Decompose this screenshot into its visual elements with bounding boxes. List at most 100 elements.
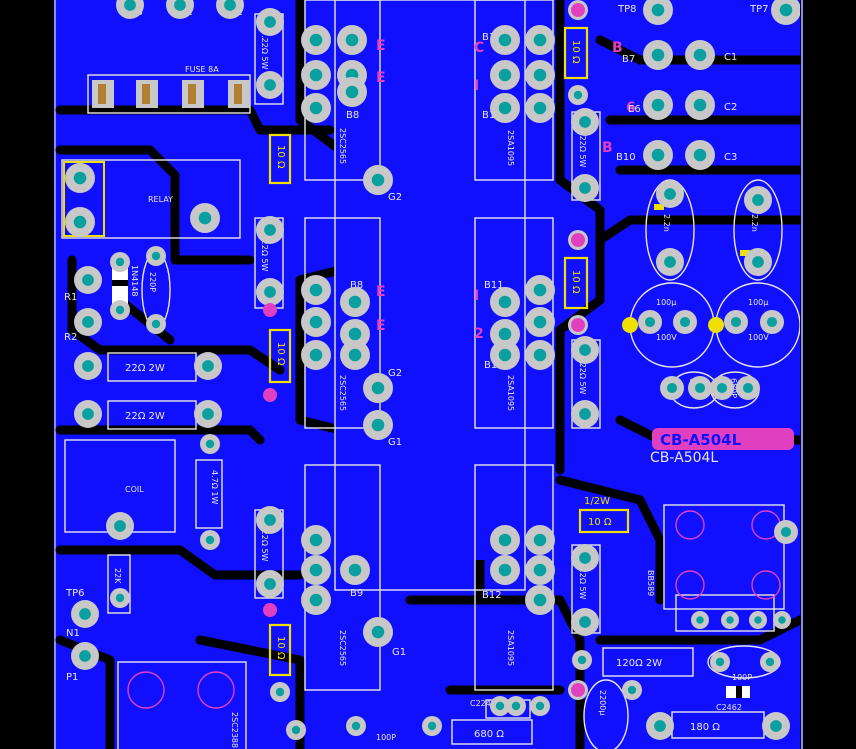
connector-bb589 (663, 504, 785, 610)
drill-hole (716, 382, 728, 394)
drill-hole (533, 68, 547, 82)
drill-hole (533, 348, 547, 362)
drill-hole (579, 344, 591, 356)
drill-hole (726, 616, 734, 624)
diode-label: 1N4148 (130, 265, 139, 296)
drill-hole (765, 657, 775, 667)
drill-hole (535, 701, 545, 711)
transistor-d-label: 2SA1095 (506, 375, 515, 411)
drill-hole (348, 295, 362, 309)
resistor-half-w-c-label: 10 Ω (275, 636, 286, 660)
via-pad (571, 233, 585, 247)
svg-text:B10: B10 (616, 152, 636, 163)
drill-hole (309, 68, 323, 82)
svg-text:B: B (612, 40, 623, 56)
drill-hole (693, 148, 707, 162)
drill-hole (73, 215, 87, 229)
drill-hole (498, 563, 512, 577)
label-n1: N1 (66, 628, 80, 639)
drill-hole (348, 563, 362, 577)
drill-hole (427, 721, 437, 731)
through-hole-pads (65, 0, 801, 740)
svg-text:B12: B12 (482, 590, 502, 601)
drill-hole (579, 408, 591, 420)
drill-hole (533, 283, 547, 297)
relay-outline (61, 159, 241, 239)
svg-text:680 Ω: 680 Ω (474, 729, 504, 740)
resistor-right-b (563, 256, 589, 310)
resistor-half-w-b (268, 328, 292, 384)
via-pad (571, 3, 585, 17)
transistor-outline-b (474, 0, 554, 181)
drill-hole (495, 701, 505, 711)
svg-text:120Ω 2W: 120Ω 2W (616, 658, 662, 669)
drill-hole (371, 381, 385, 395)
drill-hole (202, 360, 214, 372)
drill-hole (291, 725, 301, 735)
drill-hole (693, 48, 707, 62)
via-pad (571, 683, 585, 697)
drill-hole (309, 283, 323, 297)
svg-text:6: 6 (626, 100, 636, 116)
drill-hole (174, 0, 186, 11)
drill-hole (348, 348, 362, 362)
drill-hole (224, 0, 236, 11)
drill-hole (533, 315, 547, 329)
resistor-22-b-label: 22Ω 2W (125, 411, 165, 422)
drill-hole (766, 316, 778, 328)
svg-text:B12: B12 (484, 360, 504, 371)
drill-hole (264, 79, 276, 91)
drill-hole (345, 85, 359, 99)
svg-text:G1: G1 (388, 437, 402, 448)
svg-text:0.22Ω 5W: 0.22Ω 5W (578, 128, 587, 168)
svg-text:BB589: BB589 (646, 570, 655, 596)
resistor-680 (451, 719, 533, 745)
drill-hole (752, 194, 764, 206)
svg-text:100P: 100P (376, 733, 396, 742)
drill-hole (664, 256, 676, 268)
drill-hole (579, 616, 591, 628)
drill-hole (371, 173, 385, 187)
svg-text:2200μ: 2200μ (598, 690, 607, 715)
drill-hole (651, 48, 665, 62)
cap-100u-b-top (733, 179, 783, 281)
svg-text:22K: 22K (113, 568, 122, 584)
svg-text:E: E (376, 284, 386, 300)
svg-text:B8: B8 (350, 280, 363, 291)
drill-hole (654, 720, 666, 732)
label-r1: R1 (64, 292, 77, 303)
resistor-4-7 (195, 459, 223, 529)
svg-text:E: E (376, 38, 386, 54)
via-pad (263, 303, 277, 317)
drill-hole (664, 188, 676, 200)
svg-text:0.22Ω 5W: 0.22Ω 5W (578, 355, 587, 395)
drill-hole (82, 316, 94, 328)
drill-hole (651, 148, 665, 162)
part-number-badge (652, 428, 794, 450)
drill-hole (693, 98, 707, 112)
drill-hole (533, 563, 547, 577)
drill-hole (533, 593, 547, 607)
drill-hole (533, 101, 547, 115)
drill-hole (579, 182, 591, 194)
drill-hole (579, 116, 591, 128)
fuse-label: FUSE 8A (185, 65, 219, 74)
drill-hole (115, 305, 125, 315)
drill-hole (115, 257, 125, 267)
drill-hole (124, 0, 136, 11)
drill-hole (345, 33, 359, 47)
drill-hole (309, 101, 323, 115)
drill-hole (309, 348, 323, 362)
drill-hole (730, 316, 742, 328)
drill-hole (498, 348, 512, 362)
svg-text:100V: 100V (748, 333, 769, 342)
svg-text:B: B (602, 140, 613, 156)
svg-text:C3: C3 (724, 152, 737, 163)
svg-text:100V: 100V (656, 333, 677, 342)
resistor-half-w-c (268, 623, 292, 677)
drill-hole (579, 552, 591, 564)
svg-text:2.2n: 2.2n (750, 214, 759, 232)
transistor-outline-f (474, 464, 554, 691)
svg-text:TP7: TP7 (749, 4, 769, 15)
svg-text:2: 2 (474, 326, 484, 342)
